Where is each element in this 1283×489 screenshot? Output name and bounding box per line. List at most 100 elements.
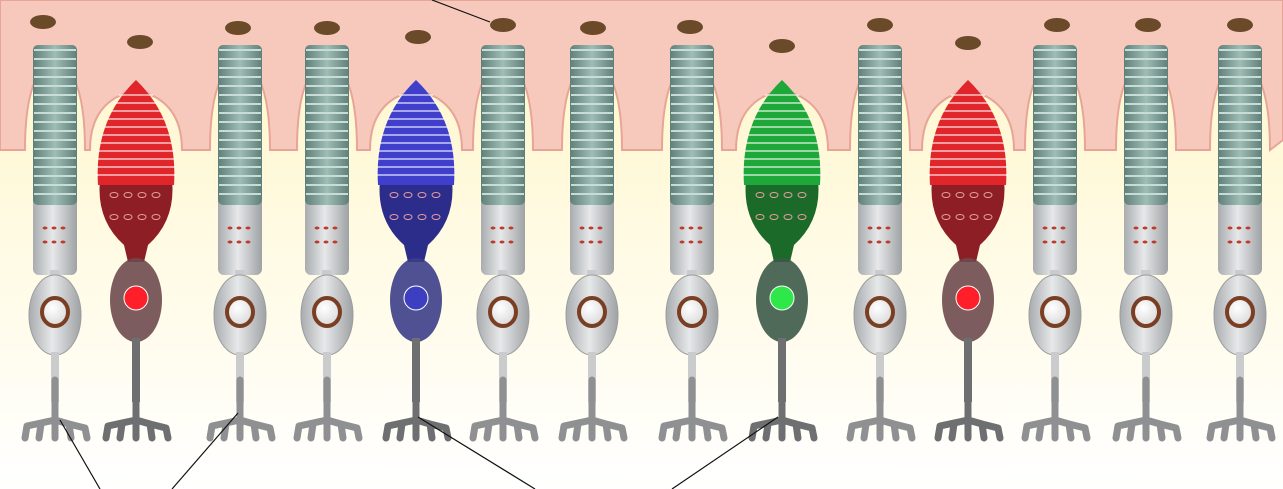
pigment-granule [580, 21, 606, 35]
mitochondrion [491, 241, 496, 244]
mitochondrion [1152, 241, 1157, 244]
mitochondrion [315, 241, 320, 244]
mitochondrion [877, 241, 882, 244]
rod-nucleus [314, 298, 340, 326]
mitochondrion [52, 241, 57, 244]
epithelium-band [0, 0, 1283, 150]
pigment-granule [30, 15, 56, 29]
mitochondrion [43, 241, 48, 244]
mitochondrion [509, 241, 514, 244]
rod-inner-segment [670, 195, 714, 275]
mitochondrion [1143, 241, 1148, 244]
rod-nucleus [579, 298, 605, 326]
mitochondrion [886, 241, 891, 244]
rod-inner-segment [1124, 195, 1168, 275]
mitochondrion [886, 227, 891, 230]
mitochondrion [237, 227, 242, 230]
mitochondrion [61, 227, 66, 230]
mitochondrion [228, 227, 233, 230]
mitochondrion [1134, 227, 1139, 230]
mitochondrion [246, 241, 251, 244]
rod-inner-segment [570, 195, 614, 275]
rod-nucleus [1133, 298, 1159, 326]
cone-nucleus [404, 286, 428, 310]
mitochondrion [500, 227, 505, 230]
mitochondrion [698, 227, 703, 230]
rod-nucleus [490, 298, 516, 326]
mitochondrion [324, 241, 329, 244]
mitochondrion [1052, 227, 1057, 230]
rod-nucleus [227, 298, 253, 326]
mitochondrion [589, 227, 594, 230]
cone-nucleus [770, 286, 794, 310]
mitochondrion [580, 227, 585, 230]
mitochondrion [61, 241, 66, 244]
cone-nucleus [124, 286, 148, 310]
mitochondrion [680, 241, 685, 244]
pigment-granule [1135, 18, 1161, 32]
mitochondrion [1043, 241, 1048, 244]
rod-nucleus [1042, 298, 1068, 326]
pigment-granule [867, 18, 893, 32]
mitochondrion [491, 227, 496, 230]
mitochondrion [43, 227, 48, 230]
mitochondrion [1043, 227, 1048, 230]
mitochondrion [877, 227, 882, 230]
rod-inner-segment [1218, 195, 1262, 275]
pigment-epithelium [0, 0, 1283, 150]
mitochondrion [1061, 241, 1066, 244]
mitochondrion [580, 241, 585, 244]
rod-inner-segment [218, 195, 262, 275]
pigment-granule [225, 21, 251, 35]
mitochondrion [1152, 227, 1157, 230]
mitochondrion [1061, 227, 1066, 230]
mitochondrion [589, 241, 594, 244]
mitochondrion [1246, 241, 1251, 244]
rod-inner-segment [33, 195, 77, 275]
pigment-granule [1044, 18, 1070, 32]
mitochondrion [868, 227, 873, 230]
mitochondrion [324, 227, 329, 230]
mitochondrion [680, 227, 685, 230]
rod-inner-segment [1033, 195, 1077, 275]
mitochondrion [598, 241, 603, 244]
mitochondrion [1143, 227, 1148, 230]
pigment-granule [314, 21, 340, 35]
rod-nucleus [867, 298, 893, 326]
mitochondrion [228, 241, 233, 244]
mitochondrion [868, 241, 873, 244]
mitochondrion [1237, 241, 1242, 244]
mitochondrion [500, 241, 505, 244]
rod-nucleus [1227, 298, 1253, 326]
pigment-granule [405, 30, 431, 44]
mitochondrion [598, 227, 603, 230]
rod-inner-segment [858, 195, 902, 275]
rod-nucleus [679, 298, 705, 326]
mitochondrion [698, 241, 703, 244]
mitochondrion [246, 227, 251, 230]
mitochondrion [1052, 241, 1057, 244]
pigment-granule [127, 35, 153, 49]
mitochondrion [52, 227, 57, 230]
mitochondrion [1228, 227, 1233, 230]
mitochondrion [689, 241, 694, 244]
pigment-granule [490, 18, 516, 32]
pigment-granule [1227, 18, 1253, 32]
mitochondrion [509, 227, 514, 230]
mitochondrion [237, 241, 242, 244]
cone-nucleus [956, 286, 980, 310]
pigment-granule [955, 36, 981, 50]
mitochondrion [1228, 241, 1233, 244]
mitochondrion [1246, 227, 1251, 230]
mitochondrion [333, 241, 338, 244]
mitochondrion [315, 227, 320, 230]
mitochondrion [333, 227, 338, 230]
mitochondrion [1237, 227, 1242, 230]
mitochondrion [1134, 241, 1139, 244]
mitochondrion [689, 227, 694, 230]
rod-inner-segment [305, 195, 349, 275]
pigment-granule [769, 39, 795, 53]
pigment-granule [677, 20, 703, 34]
